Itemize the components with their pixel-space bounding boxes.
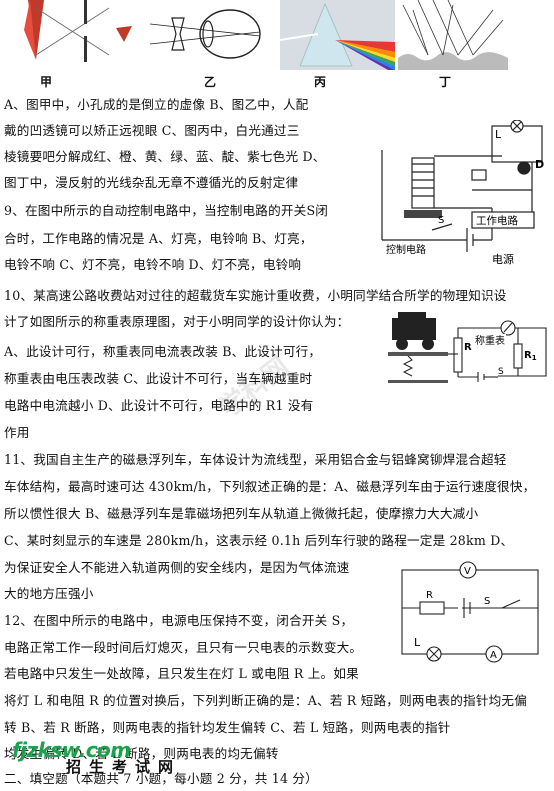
- text-line: 转 B、若 R 断路，则两电表的指针均发生偏转 C、若 L 短路，则两电表的指针: [4, 720, 451, 735]
- site-logo: fjzksw.com: [12, 738, 131, 762]
- fig12-a-label: A: [490, 650, 497, 661]
- text-line: 所以惯性很大 B、磁悬浮列车是靠磁场把列车从轨道上微微托起，使摩擦力大大减小: [4, 506, 479, 521]
- fig9-work-label: 工作电路: [476, 214, 518, 227]
- text-line: 11、我国自主生产的磁悬浮列车，车体设计为流线型，采用铝合金与铝蜂窝铆焊混合超轻: [4, 452, 507, 467]
- caption-ding: 丁: [438, 75, 451, 89]
- fig12-r-label: R: [426, 590, 433, 601]
- fig9-switch-label: S: [438, 215, 444, 226]
- fig12-s-label: S: [484, 596, 490, 607]
- site-name: 招生考试网: [66, 758, 182, 776]
- caption-bing: 丙: [313, 75, 326, 89]
- fig9-label-l: L: [495, 128, 502, 141]
- text-line: A、此设计可行，称重表同电流表改装 B、此设计可行，: [4, 344, 322, 359]
- text-line: 二、填空题（本题共 7 小题，每小题 2 分，共 14 分）: [4, 771, 318, 786]
- fig10-meter-label: 称重表: [475, 334, 505, 347]
- text-line: 称重表由电压表改装 C、此设计不可行，当车辆越重时: [4, 371, 313, 386]
- fig9-label-d: D: [535, 158, 544, 171]
- fig10-r1-label: R1: [524, 350, 537, 362]
- caption-jia: 甲: [39, 75, 52, 89]
- text-line: 图丁中，漫反射的光线杂乱无章不遵循光的反射定律: [4, 175, 299, 190]
- text-line: 均发生偏转 D、若 L 断路，则两电表的均无偏转: [4, 746, 279, 761]
- text-line: 10、某高速公路收费站对过往的超载货车实施计重收费，小明同学结合所学的物理知识设: [4, 288, 507, 303]
- figure-10-circuit: 称重表 R R1 S: [388, 310, 548, 388]
- fig10-switch-label: S: [498, 367, 504, 377]
- caption-yi: 乙: [203, 75, 216, 89]
- text-line: 大的地方压强小: [4, 586, 94, 601]
- text-line: 将灯 L 和电阻 R 的位置对换后，下列判断正确的是：A、若 R 短路，则两电表…: [4, 693, 528, 708]
- fig12-l-label: L: [414, 636, 421, 649]
- figure-jia: [14, 0, 144, 62]
- text-line: 戴的凹透镜可以矫正远视眼 C、图丙中，白光通过三: [4, 123, 300, 138]
- text-line: A、图甲中，小孔成的是倒立的虚像 B、图乙中，人配: [4, 97, 309, 112]
- text-line: 电路正常工作一段时间后灯熄灭，且只有一只电表的示数变大。: [4, 640, 363, 655]
- text-line: C、某时刻显示的车速是 280km/h，这表示经 0.1h 后列车行驶的路程一定…: [4, 533, 514, 548]
- text-line: 计了如图所示的称重表原理图，对于小明同学的设计你认为：: [4, 314, 350, 329]
- figure-bing: [279, 0, 395, 70]
- text-line: 若电路中只发生一处故障，且只发生在灯 L 或电阻 R 上。如果: [4, 666, 359, 681]
- fig9-power-label: 电源: [492, 252, 514, 266]
- text-line: 合时，工作电路的情况是 A、灯亮，电铃响 B、灯亮，: [4, 231, 313, 246]
- fig12-v-label: V: [464, 566, 471, 577]
- fig10-r-label: R: [464, 342, 472, 353]
- text-line: 为保证安全人不能进入轨道两侧的安全线内，是因为气体流速: [4, 560, 350, 575]
- text-line: 作用: [4, 425, 30, 440]
- text-line: 电路中电流越小 D、此设计不可行，电路中的 R1 没有: [4, 398, 314, 413]
- figure-9-circuit: L D 工作电路 电源 控制电路 S: [372, 119, 552, 270]
- text-line: 棱镜要吧分解成红、橙、黄、绿、蓝、靛、紫七色光 D、: [4, 149, 326, 164]
- text-line: 车体结构，最高时速可达 430km/h，下列叙述正确的是：A、磁悬浮列车由于运行…: [4, 479, 536, 494]
- fig9-control-label: 控制电路: [386, 243, 426, 256]
- text-line: 12、在图中所示的电路中，电源电压保持不变，闭合开关 S，: [4, 613, 354, 628]
- figure-12-circuit: V R S L A: [398, 560, 544, 666]
- text-line: 9、在图中所示的自动控制电路中，当控制电路的开关S闭: [4, 203, 329, 218]
- figure-ding: [398, 0, 508, 70]
- text-line: 电铃不响 C、灯不亮，电铃不响 D、灯不亮，电铃响: [4, 257, 302, 272]
- figure-yi: [149, 6, 275, 60]
